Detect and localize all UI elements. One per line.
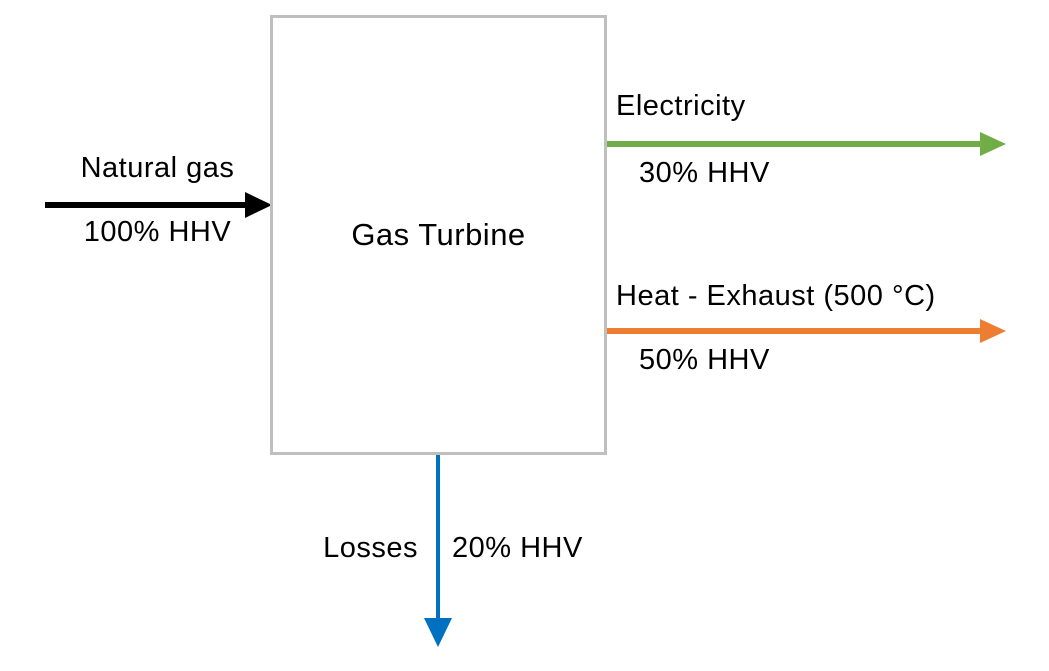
losses-label: Losses [323, 532, 418, 564]
losses-arrowhead-icon [424, 618, 452, 647]
natural-gas-arrowhead-icon [245, 192, 272, 218]
electricity-arrowhead-icon [980, 132, 1006, 156]
electricity-label: Electricity [616, 90, 746, 122]
electricity-arrow [607, 132, 1006, 156]
heat-exhaust-value: 50% HHV [639, 344, 770, 376]
losses-value: 20% HHV [452, 532, 583, 564]
natural-gas-arrow [45, 192, 272, 218]
gas-turbine-label: Gas Turbine [351, 217, 526, 252]
electricity-value: 30% HHV [639, 157, 770, 189]
losses-arrow [424, 455, 452, 647]
natural-gas-value: 100% HHV [83, 216, 232, 248]
heat-exhaust-arrowhead-icon [980, 319, 1006, 343]
heat-exhaust-label: Heat - Exhaust (500 °C) [616, 280, 936, 312]
gas-turbine-node: Gas Turbine [270, 15, 607, 455]
heat-exhaust-arrow [607, 319, 1006, 343]
natural-gas-label: Natural gas [80, 152, 235, 184]
